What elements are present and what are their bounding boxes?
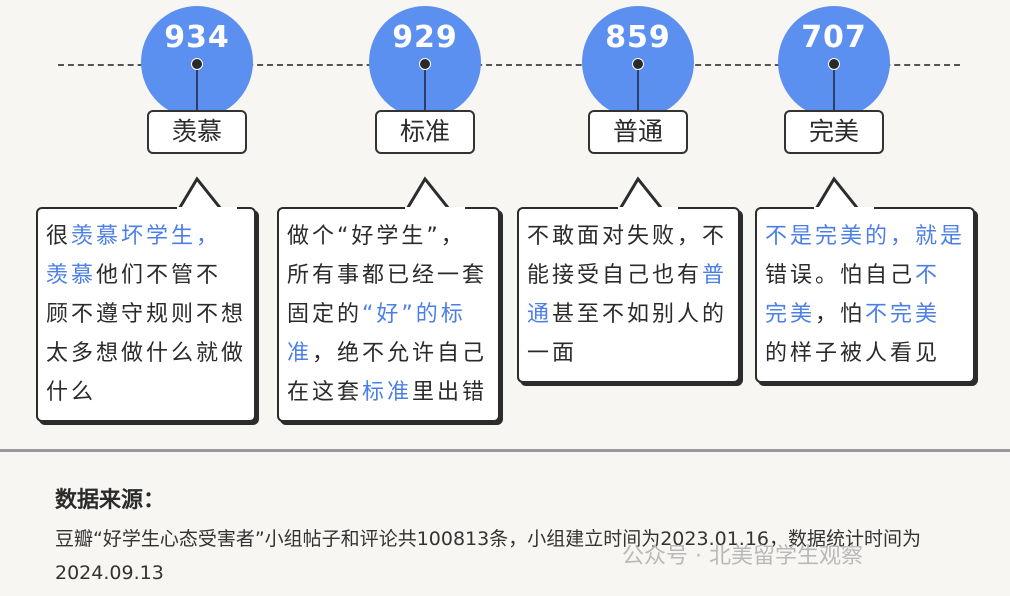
quote-callout: 不是完美的，就是错误。怕自己不完美，怕不完美的样子被人看见 <box>755 207 975 383</box>
count-value: 934 <box>164 20 230 55</box>
source-title: 数据来源： <box>55 488 166 513</box>
quote-text: 他们不管不顾不遵守规则不想太多想做什么就做什么 <box>46 263 247 405</box>
quote-text: 很 <box>46 224 72 249</box>
quote-text: 的样子被人看见 <box>765 341 941 366</box>
quote-text: ，绝不允许自己在这套 <box>287 341 488 405</box>
timeline-dot <box>632 58 644 70</box>
keyword-label: 普通 <box>588 110 688 154</box>
connector-line <box>833 68 835 118</box>
timeline-dot <box>419 58 431 70</box>
keyword-label: 羡慕 <box>147 110 247 154</box>
highlighted-text: 普通 <box>527 263 728 327</box>
count-circle: 929 <box>369 6 481 118</box>
quote-text: 不敢面对失败，不能接受自己也有 <box>527 224 728 288</box>
keyword-label: 完美 <box>784 110 884 154</box>
count-circle: 859 <box>582 6 694 118</box>
count-value: 929 <box>392 20 458 55</box>
highlighted-text: 不是完美的，就是 <box>765 224 966 249</box>
highlighted-text: 羡慕坏学生，羡慕 <box>46 224 222 288</box>
timeline-dot <box>828 58 840 70</box>
callout-pointer <box>618 176 678 210</box>
highlighted-text: “好”的标准 <box>287 302 466 366</box>
quote-text: 做个“好学生”，所有事都已经一套固定的 <box>287 224 488 327</box>
callout-pointer <box>814 176 874 210</box>
highlighted-text: 不完美 <box>765 263 941 327</box>
count-circle: 934 <box>141 6 253 118</box>
timeline-dashed-line <box>58 64 960 66</box>
connector-line <box>196 68 198 118</box>
keyword-label: 标准 <box>375 110 475 154</box>
source-text: 豆瓣“好学生心态受害者”小组帖子和评论共100813条，小组建立时间为2023.… <box>55 528 922 584</box>
quote-text: 错误。怕自己 <box>765 263 916 288</box>
quote-callout: 不敢面对失败，不能接受自己也有普通甚至不如别人的一面 <box>517 207 740 383</box>
highlighted-text: 不完美 <box>865 302 941 327</box>
count-value: 707 <box>801 20 867 55</box>
timeline-dot <box>191 58 203 70</box>
quote-callout: 很羡慕坏学生，羡慕他们不管不顾不遵守规则不想太多想做什么就做什么 <box>36 207 256 422</box>
divider <box>0 449 1010 452</box>
quote-callout: 做个“好学生”，所有事都已经一套固定的“好”的标准，绝不允许自己在这套标准里出错 <box>277 207 500 422</box>
callout-pointer <box>405 176 465 210</box>
callout-pointer <box>177 176 237 210</box>
count-circle: 707 <box>778 6 890 118</box>
connector-line <box>424 68 426 118</box>
watermark: 公众号 · 北美留学生观察 <box>622 544 863 569</box>
connector-line <box>637 68 639 118</box>
highlighted-text: 标准 <box>362 380 413 405</box>
quote-text: 里出错 <box>412 380 488 405</box>
quote-text: 甚至不如别人的一面 <box>527 302 728 366</box>
count-value: 859 <box>605 20 671 55</box>
quote-text: ，怕 <box>815 302 866 327</box>
